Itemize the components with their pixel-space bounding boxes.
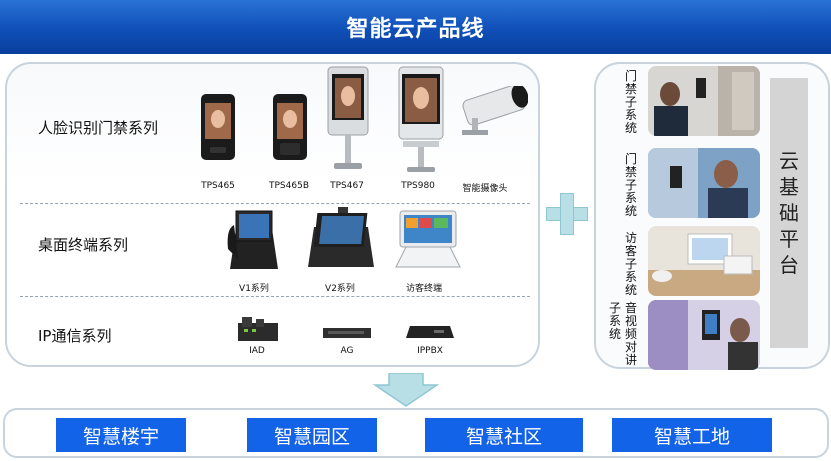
cloud-platform-char: 基 [779, 175, 799, 199]
page-title: 智能云产品线 [346, 17, 485, 42]
subsystem-label: 访客子系统 [624, 231, 637, 297]
v2-phone-device [308, 207, 374, 267]
down-arrow-icon [373, 373, 439, 407]
tps980-device [398, 66, 444, 172]
device-caption: V1系列 [239, 284, 269, 294]
row-divider [20, 296, 530, 297]
v1-phone-device [227, 210, 278, 269]
tps465b-device [273, 94, 307, 160]
subsystem-label-col1: 音视频对讲 [624, 301, 637, 367]
device-caption: IAD [249, 346, 265, 356]
subsystem-label: 门禁子系统 [624, 152, 637, 218]
cloud-platform-char: 平 [779, 227, 799, 251]
row-label-desktop: 桌面终端系列 [38, 236, 129, 254]
device-caption: TPS467 [330, 181, 364, 191]
intercom-photo [648, 300, 760, 370]
device-caption: AG [340, 346, 354, 356]
device-caption: 访客终端 [405, 284, 442, 294]
access-control-photo-2 [648, 148, 760, 218]
ippbx-device [406, 326, 454, 338]
row-label-face: 人脸识别门禁系列 [38, 119, 159, 137]
visitor-photo [648, 226, 760, 296]
visitor-terminal-device [395, 210, 461, 268]
scenario-smart-community: 智慧社区 [425, 418, 583, 452]
subsystem-label: 门禁子系统 [624, 69, 637, 135]
cloud-platform-char: 台 [779, 253, 799, 277]
row-label-ip: IP通信系列 [38, 327, 112, 345]
cloud-platform-char: 础 [779, 201, 799, 225]
scenario-smart-building: 智慧楼宇 [56, 418, 186, 452]
device-caption: TPS465B [269, 181, 309, 191]
cloud-platform-char: 云 [779, 149, 799, 173]
title-banner: 智能云产品线 [0, 0, 831, 54]
tps467-device [327, 66, 369, 169]
access-control-photo [648, 66, 760, 136]
device-caption: 智能摄像头 [462, 184, 508, 194]
plus-icon [546, 193, 588, 235]
tps465-device [201, 94, 235, 160]
cloud-platform-block: 云 基 础 平 台 [770, 78, 808, 348]
scenario-smart-construction: 智慧工地 [612, 418, 772, 452]
device-caption: TPS465 [201, 181, 235, 191]
scenario-smart-park: 智慧园区 [247, 418, 377, 452]
smart-camera-device [462, 86, 528, 135]
subsystem-label-col2: 子系统 [608, 301, 621, 341]
ag-device [323, 328, 371, 338]
row-divider [20, 203, 530, 204]
iad-device [238, 317, 278, 341]
device-caption: V2系列 [325, 284, 355, 294]
device-caption: IPPBX [417, 346, 443, 356]
device-caption: TPS980 [401, 181, 435, 191]
